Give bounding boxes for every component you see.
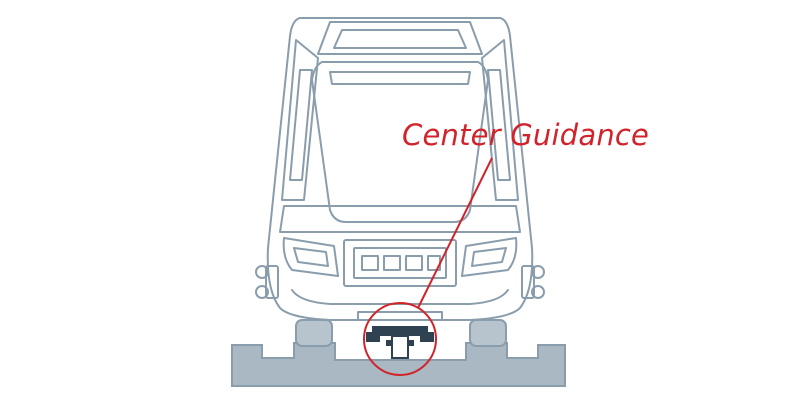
track-beam	[231, 342, 566, 387]
left-mirror	[255, 265, 279, 299]
center-guide-wheel-icon	[366, 326, 434, 359]
right-tire	[469, 319, 507, 347]
callout-leader-line	[417, 157, 493, 309]
right-mirror	[521, 265, 545, 299]
callout-label: Center Guidance	[402, 118, 650, 152]
callout-circle	[363, 302, 437, 376]
left-tire	[295, 319, 333, 347]
tram-front-icon	[266, 17, 534, 321]
